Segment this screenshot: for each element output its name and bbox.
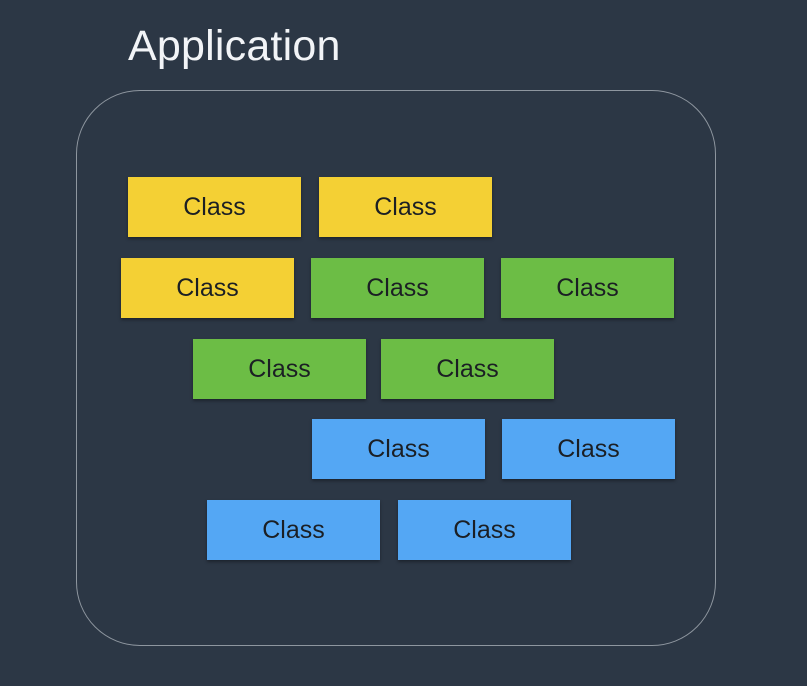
class-box-green: Class — [193, 339, 366, 399]
application-title: Application — [128, 22, 341, 70]
class-box-blue: Class — [207, 500, 380, 560]
class-box-blue: Class — [502, 419, 675, 479]
class-box-blue: Class — [398, 500, 571, 560]
class-box-green: Class — [501, 258, 674, 318]
application-container — [76, 90, 716, 646]
class-box-green: Class — [311, 258, 484, 318]
class-box-yellow: Class — [121, 258, 294, 318]
class-box-blue: Class — [312, 419, 485, 479]
class-box-green: Class — [381, 339, 554, 399]
class-box-yellow: Class — [128, 177, 301, 237]
class-box-yellow: Class — [319, 177, 492, 237]
